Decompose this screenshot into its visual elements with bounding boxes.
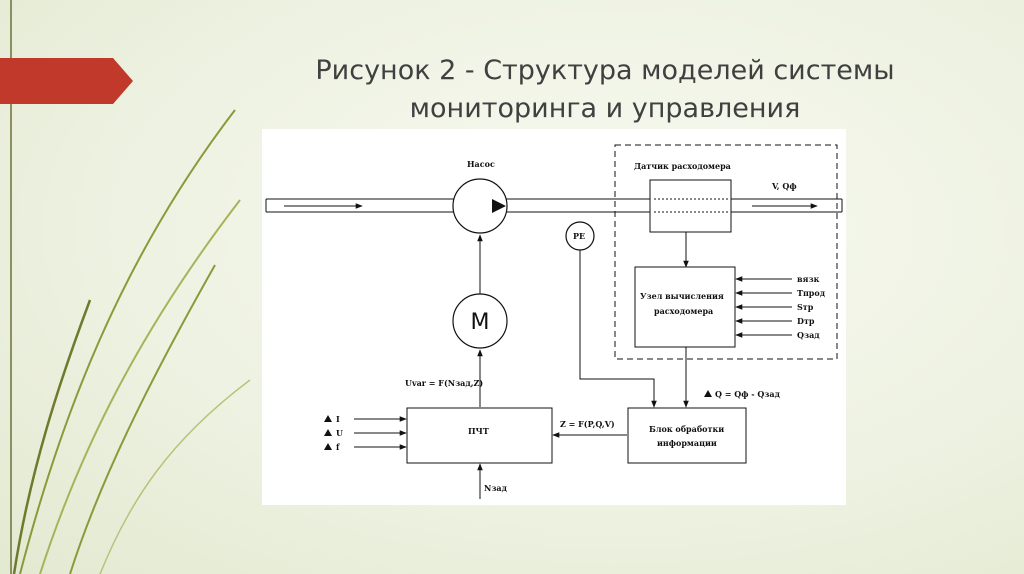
pchT-input-2: f: [336, 442, 340, 452]
delta-icon: [324, 443, 332, 450]
calc-input-0: вязк: [797, 274, 820, 284]
title-arrow-tab: [0, 58, 133, 104]
calc-input-2: Sтр: [797, 302, 814, 312]
processing-label-2: информации: [657, 438, 717, 448]
z-label: Z = F(P,Q,V): [560, 419, 615, 429]
page-title: Рисунок 2 - Структура моделей системы мо…: [315, 55, 895, 124]
pchT-label: ПЧТ: [468, 426, 489, 436]
calc-input-1: Tпрод: [797, 288, 826, 298]
sensor-group-label: Датчик расходомера: [634, 161, 731, 171]
pchT-input-arrows: [354, 416, 407, 450]
calc-unit-label-2: расходомера: [654, 306, 713, 316]
motor-label: М: [471, 310, 490, 335]
calc-unit-box: [634, 266, 736, 348]
flow-output-label: V, Qф: [771, 181, 797, 191]
delta-icon: [324, 415, 332, 422]
left-border-line: [10, 0, 12, 574]
sensor-group-frame: [614, 144, 838, 360]
pipe: [265, 198, 843, 213]
calc-unit-label-1: Узел вычисления: [640, 291, 724, 301]
flow-sensor-box: [649, 179, 732, 233]
pchT-box: [406, 407, 553, 464]
processing-block-box: [627, 407, 747, 464]
delta-icon: [704, 390, 712, 397]
motor-icon: [452, 293, 508, 349]
pe-label: РЕ: [573, 231, 585, 241]
delta-icon: [324, 429, 332, 436]
dq-label: Q = Qф - Qзад: [715, 389, 781, 399]
pchT-input-1: U: [336, 428, 343, 438]
calc-input-arrows: [735, 276, 792, 338]
structure-diagram: Насос Датчик расходомера V, Qф Узел вычи…: [262, 129, 846, 505]
pump-icon: [452, 178, 508, 234]
calc-input-3: Dтр: [797, 316, 815, 326]
processing-label-1: Блок обработки: [649, 424, 724, 434]
nzad-label: Nзад: [484, 483, 508, 493]
pump-label: Насос: [467, 159, 495, 169]
uvar-label: Uvar = F(Nзад,Z): [405, 378, 483, 388]
pchT-input-0: I: [336, 414, 340, 424]
calc-input-4: Qзад: [797, 330, 820, 340]
decorative-leaves: [12, 109, 251, 574]
